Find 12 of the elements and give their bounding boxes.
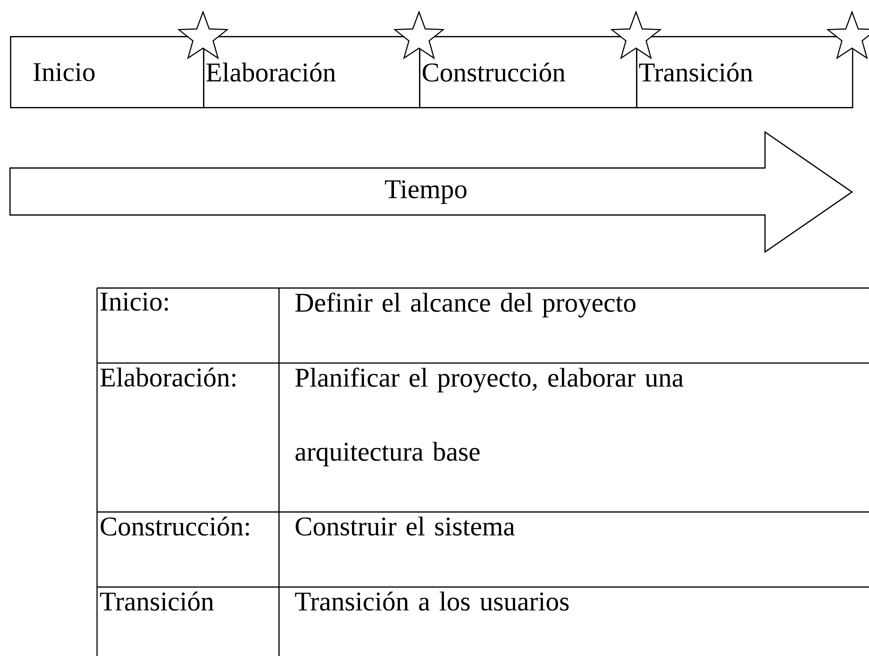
table-cell: Inicio:	[100, 292, 168, 311]
table-cell: Definir el alcance del proyecto	[295, 292, 636, 318]
table-cell: Transición a los usuarios	[295, 592, 569, 611]
phase-box: Elaboración	[203, 36, 420, 108]
table-cell: Planificar el proyecto, elaborar una arquitectura base	[295, 368, 684, 466]
table-cell: Construir el sistema	[296, 516, 515, 536]
table-cell: Elaboración:	[100, 368, 236, 387]
phase-box: Construcción	[419, 36, 638, 108]
phase-box: Inicio	[10, 36, 204, 108]
table-cell: Transición	[100, 592, 214, 611]
phase-box: Transición	[636, 36, 854, 108]
table-cell: Construcción:	[100, 516, 249, 536]
